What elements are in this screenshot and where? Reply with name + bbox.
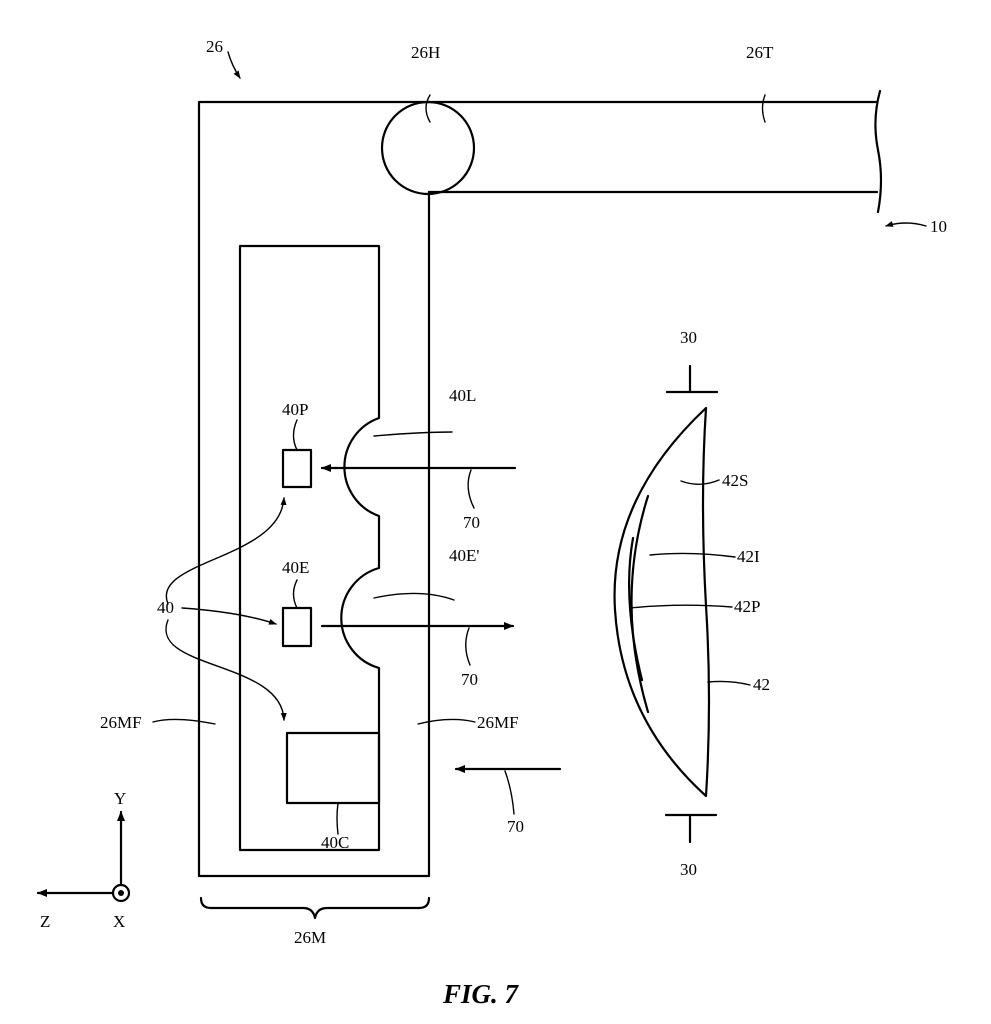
label-42S: 42S (722, 471, 748, 490)
label-40E-prime: 40E' (449, 546, 479, 565)
label-70-bottom: 70 (507, 817, 524, 836)
component-40C (285, 731, 381, 805)
leader-lines (152, 51, 927, 835)
leader-10 (885, 221, 927, 227)
leader-40L (373, 431, 453, 437)
label-26: 26 (206, 37, 223, 56)
label-40L: 40L (449, 386, 476, 405)
inner-cavity-outline (238, 244, 381, 852)
label-axis-z: Z (40, 912, 50, 931)
leader-26MF-right (417, 718, 476, 725)
brace-26M (199, 896, 431, 920)
label-40C: 40C (321, 833, 349, 852)
label-42: 42 (753, 675, 770, 694)
leader-26H (425, 94, 431, 123)
leader-26T (761, 94, 766, 123)
figure-caption: FIG. 7 (442, 979, 520, 1009)
label-30-bottom: 30 (680, 860, 697, 879)
label-26T: 26T (746, 43, 774, 62)
label-40P: 40P (282, 400, 308, 419)
component-40E (281, 606, 313, 648)
eye-42 (613, 406, 711, 798)
leader-26MF-left (152, 718, 216, 725)
leader-26 (227, 51, 241, 79)
leader-40-to-40C (165, 619, 287, 721)
leader-42S (680, 479, 720, 485)
component-40P (281, 448, 313, 489)
eye-outline (613, 406, 711, 798)
label-42P: 42P (734, 597, 760, 616)
leader-40-to-40P (165, 497, 287, 605)
label-42I: 42I (737, 547, 760, 566)
temple-26T (427, 89, 883, 214)
leader-42I (649, 552, 736, 558)
label-26M: 26M (294, 928, 326, 947)
coordinate-axes (36, 810, 131, 903)
leader-42P (629, 604, 733, 609)
label-26H: 26H (411, 43, 440, 62)
leader-70-top (467, 469, 475, 509)
hinge-26H (380, 100, 476, 196)
label-40E: 40E (282, 558, 309, 577)
frame-26M-outline (197, 100, 431, 878)
leader-40E (292, 579, 298, 609)
axis-x-dot (118, 890, 124, 896)
pupil-42P-boundary (628, 536, 644, 682)
leader-70-mid (465, 627, 471, 666)
leader-42 (707, 680, 751, 686)
label-axis-x: X (113, 912, 125, 931)
label-30-top: 30 (680, 328, 697, 347)
axis-x-circle (111, 883, 131, 903)
leader-40C (336, 802, 339, 835)
label-26MF-right: 26MF (477, 713, 519, 732)
leader-70-bottom (504, 770, 515, 815)
iris-42I-boundary (630, 494, 650, 714)
label-axis-y: Y (114, 789, 126, 808)
leader-40-to-40E (181, 607, 277, 625)
label-26MF-left: 26MF (100, 713, 142, 732)
label-10: 10 (930, 217, 947, 236)
leader-40E-prime (373, 592, 455, 601)
leader-40P (292, 419, 298, 451)
label-70-mid: 70 (461, 670, 478, 689)
label-70-top: 70 (463, 513, 480, 532)
label-40: 40 (157, 598, 174, 617)
